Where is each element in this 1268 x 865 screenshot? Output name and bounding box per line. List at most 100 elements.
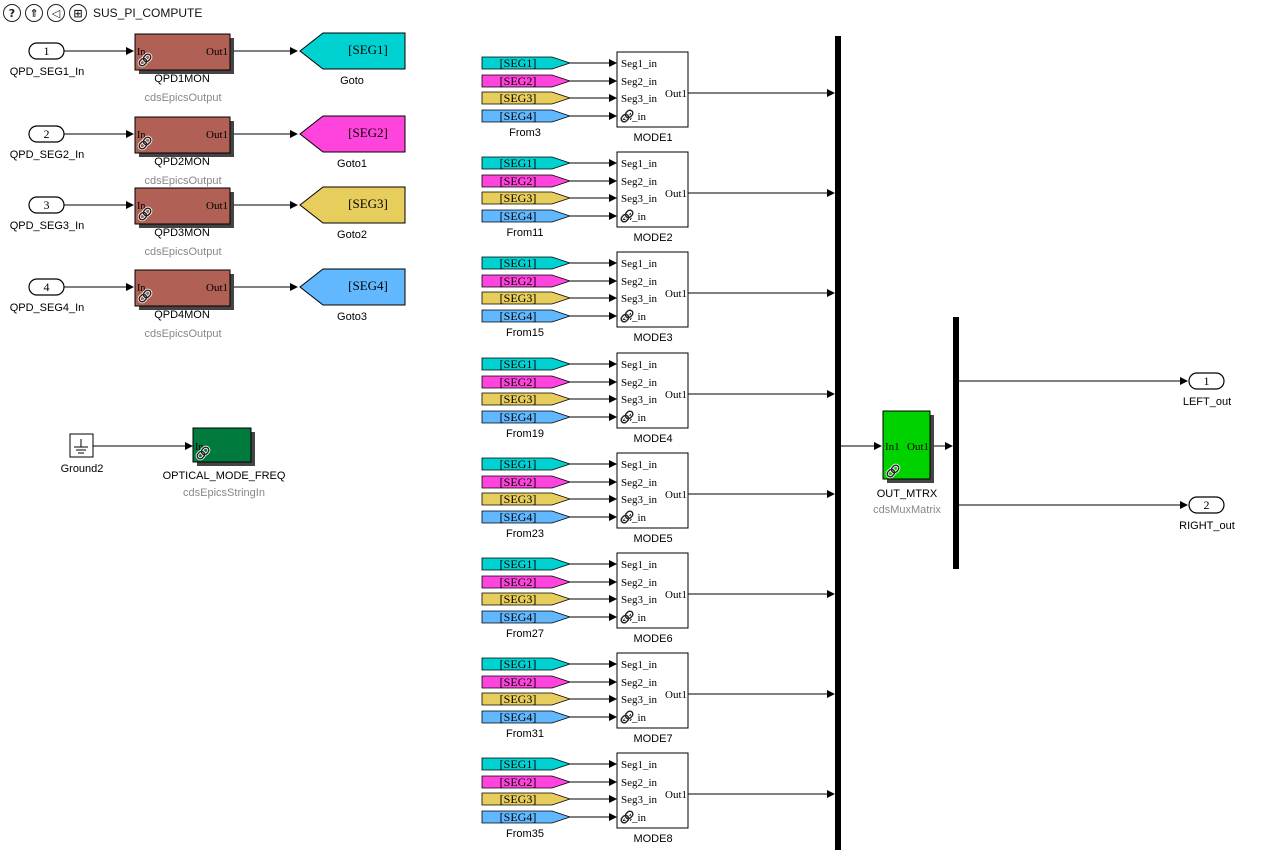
mode-port-out: Out1 (665, 589, 687, 601)
epics-output-block[interactable] (134, 33, 231, 71)
inport-block[interactable]: 4 (28, 278, 65, 296)
mode-port-in: Seg3_in (621, 193, 658, 205)
from-tag-text: [SEG4] (500, 109, 537, 123)
from-tag-text: [SEG3] (500, 692, 537, 706)
inport-shape[interactable] (28, 278, 65, 296)
link-chain-link (138, 293, 148, 303)
from-seg1-tag[interactable] (481, 557, 572, 571)
port-label-out: Out1 (206, 282, 228, 294)
mode-port-in: Seg3_in (621, 394, 658, 406)
from-seg2-tag[interactable] (481, 675, 572, 689)
demux-bar[interactable] (953, 317, 959, 569)
up-level-icon[interactable]: ⇑ (25, 4, 43, 22)
from-seg3-tag[interactable] (481, 692, 572, 706)
from-seg2-tag[interactable] (481, 274, 572, 288)
mode-port-in: Seg1_in (621, 258, 658, 270)
from-seg1-tag[interactable] (481, 357, 572, 371)
inport-shape[interactable] (28, 42, 65, 60)
from-seg1-tag[interactable] (481, 156, 572, 170)
from-seg2-tag[interactable] (481, 575, 572, 589)
from-seg1-tag[interactable] (481, 56, 572, 70)
from-tag-text: [SEG2] (500, 174, 537, 188)
port-label-in: In (137, 201, 145, 212)
outport-shape[interactable] (1188, 372, 1225, 390)
grid-icon[interactable]: ⊞ (69, 4, 87, 22)
from-seg1-tag[interactable] (481, 457, 572, 471)
from-seg4-tag[interactable] (481, 510, 572, 524)
mode-subsystem-block[interactable] (616, 452, 689, 529)
mode-subsystem-block[interactable] (616, 352, 689, 429)
from-seg2-tag[interactable] (481, 475, 572, 489)
ground-block[interactable] (69, 433, 94, 458)
from-seg2-tag[interactable] (481, 775, 572, 789)
from-seg4-tag[interactable] (481, 610, 572, 624)
from-seg4-tag[interactable] (481, 410, 572, 424)
epics-output-block[interactable] (134, 116, 231, 154)
link-chain-link (620, 113, 630, 123)
port-label-out: Out1 (206, 200, 228, 212)
from-seg3-tag[interactable] (481, 592, 572, 606)
outport-block[interactable]: 2 (1188, 496, 1225, 514)
back-icon[interactable]: ◁ (47, 4, 65, 22)
mode-subsystem-block[interactable] (616, 51, 689, 128)
mode-subsystem-block[interactable] (616, 151, 689, 228)
from-tag-text: [SEG1] (500, 256, 537, 270)
from-seg4-tag[interactable] (481, 209, 572, 223)
epics-output-block[interactable] (134, 187, 231, 225)
from-seg4-tag[interactable] (481, 810, 572, 824)
goto-block[interactable] (299, 115, 406, 153)
from-seg2-tag[interactable] (481, 74, 572, 88)
inport-shape[interactable] (28, 125, 65, 143)
goto-label: Goto (340, 75, 364, 87)
inport-block[interactable]: 3 (28, 196, 65, 214)
link-chain-link (886, 468, 896, 478)
from-seg2-tag[interactable] (481, 174, 572, 188)
from-tag-text: [SEG3] (500, 792, 537, 806)
from-seg1-tag[interactable] (481, 256, 572, 270)
goto-block[interactable] (299, 186, 406, 224)
from-seg3-tag[interactable] (481, 191, 572, 205)
link-chain-link (142, 53, 152, 63)
from-seg1-tag[interactable] (481, 657, 572, 671)
epics-block-type: cdsEpicsOutput (144, 246, 221, 258)
mode-port-in: Seg2_in (621, 677, 658, 689)
outport-label: RIGHT_out (1179, 520, 1235, 532)
from-seg3-tag[interactable] (481, 492, 572, 506)
mode-subsystem-block[interactable] (616, 251, 689, 328)
mode-subsystem-block[interactable] (616, 652, 689, 729)
inport-block[interactable]: 1 (28, 42, 65, 60)
from-seg2-tag[interactable] (481, 375, 572, 389)
mode-subsystem-block[interactable] (616, 552, 689, 629)
mux-bar[interactable] (835, 36, 841, 850)
from-seg3-tag[interactable] (481, 392, 572, 406)
epics-output-block[interactable] (134, 269, 231, 307)
mode-name: MODE4 (633, 433, 672, 445)
outport-shape[interactable] (1188, 496, 1225, 514)
inport-block[interactable]: 2 (28, 125, 65, 143)
mode-port-in: Seg3_in (621, 93, 658, 105)
from-seg4-tag[interactable] (481, 109, 572, 123)
ground-label: Ground2 (61, 463, 104, 475)
library-link-icon (619, 709, 635, 725)
from-seg3-tag[interactable] (481, 91, 572, 105)
from-tag-text: [SEG1] (500, 557, 537, 571)
goto-block[interactable] (299, 32, 406, 70)
wires-layer (64, 47, 1188, 821)
inport-label: QPD_SEG4_In (10, 302, 85, 314)
from-seg4-tag[interactable] (481, 309, 572, 323)
link-chain-link (620, 714, 630, 724)
from-seg1-tag[interactable] (481, 757, 572, 771)
help-icon[interactable]: ? (3, 4, 21, 22)
mode-port-in: Seg2_in (621, 577, 658, 589)
from-seg3-tag[interactable] (481, 291, 572, 305)
mode-subsystem-block[interactable] (616, 752, 689, 829)
goto-block[interactable] (299, 268, 406, 306)
link-chain-link (624, 209, 634, 219)
mode-port-in: Seg2_in (621, 777, 658, 789)
library-link-icon (195, 445, 211, 461)
from-seg3-tag[interactable] (481, 792, 572, 806)
inport-shape[interactable] (28, 196, 65, 214)
from-seg4-tag[interactable] (481, 710, 572, 724)
outport-block[interactable]: 1 (1188, 372, 1225, 390)
